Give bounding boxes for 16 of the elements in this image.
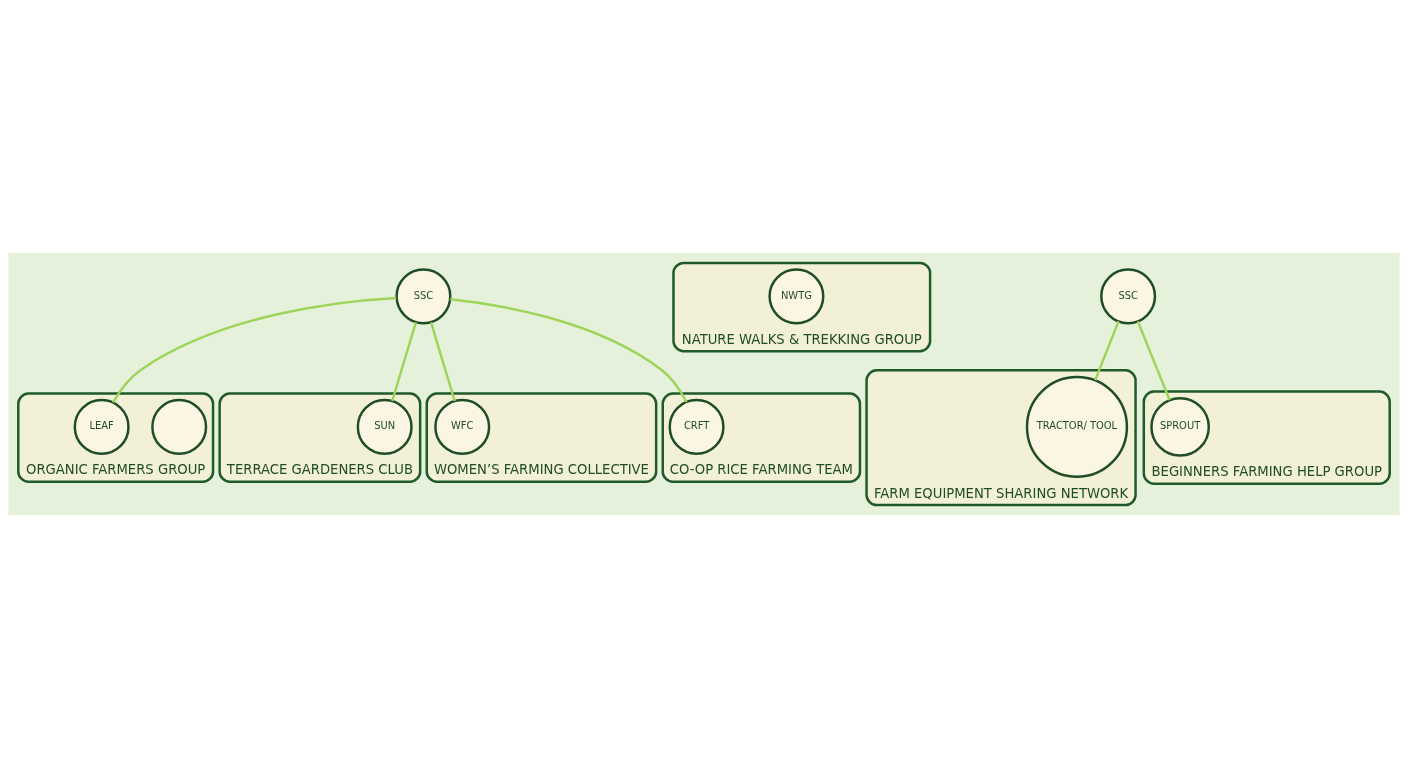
connector xyxy=(1094,320,1120,381)
node-circle: LEAF xyxy=(73,398,130,455)
node-circle: NWTG xyxy=(768,268,825,325)
node-circle: CRFT xyxy=(668,398,725,455)
connector xyxy=(450,298,688,403)
node-circle: SSC xyxy=(395,268,452,325)
node-circle: SSC xyxy=(1100,268,1157,325)
node-circle: SUN xyxy=(356,398,413,455)
node-circle: SPROUT xyxy=(1150,397,1210,457)
node-circle xyxy=(151,398,208,455)
node-circle: WFC xyxy=(434,398,491,455)
node-circle: TRACTOR/ TOOL xyxy=(1025,375,1129,479)
connector xyxy=(1136,320,1171,401)
connector xyxy=(429,321,456,402)
connector xyxy=(111,296,397,403)
connector xyxy=(391,321,418,402)
